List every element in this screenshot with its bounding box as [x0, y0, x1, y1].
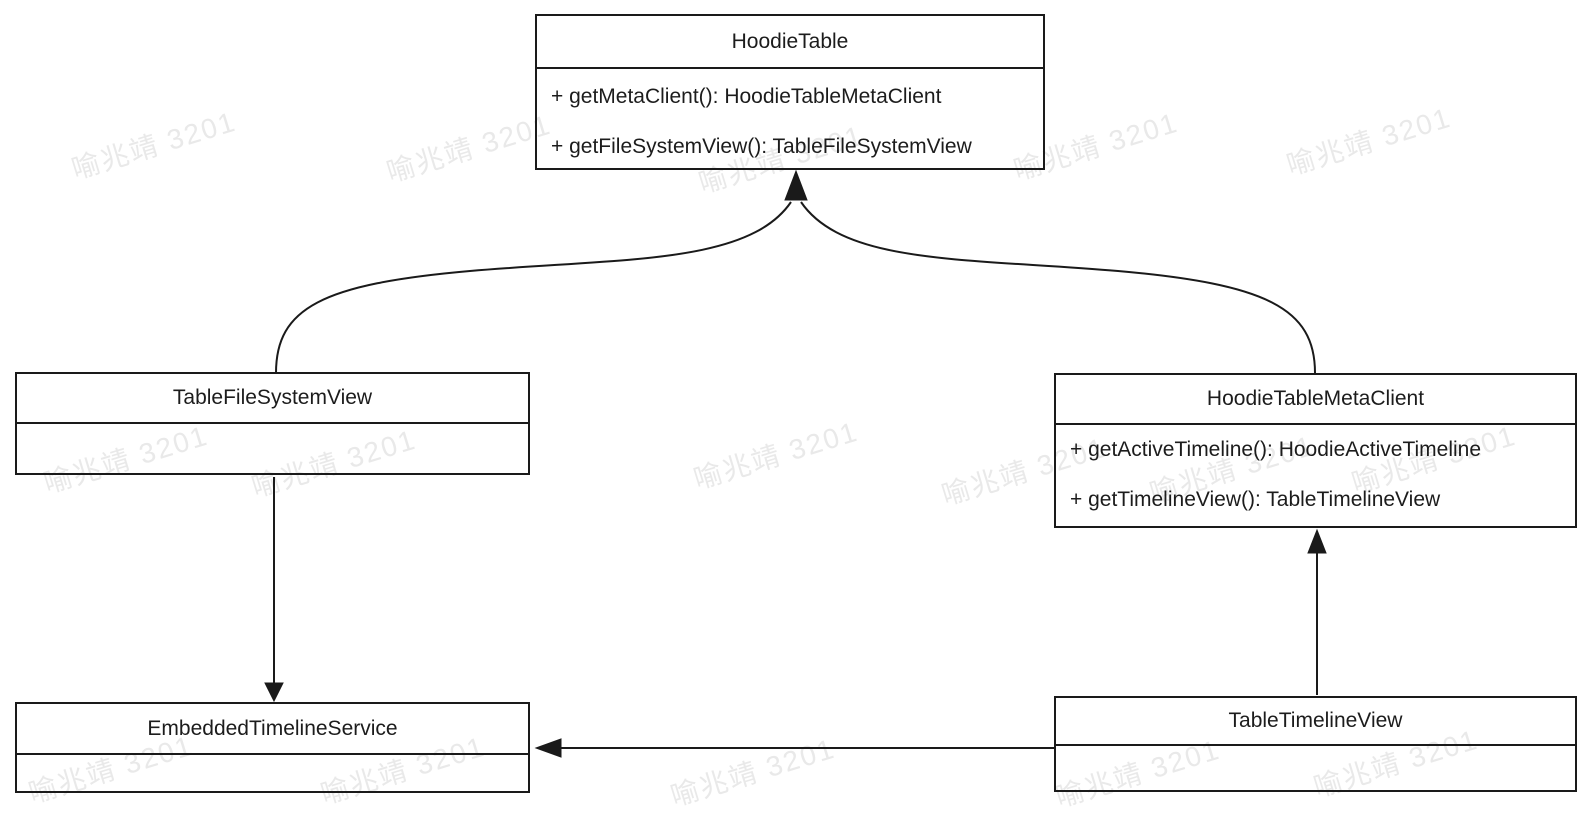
- class-methods-section: [17, 755, 528, 791]
- method-getactivetimeline: + getActiveTimeline(): HoodieActiveTimel…: [1070, 438, 1482, 461]
- class-title: EmbeddedTimelineService: [17, 704, 528, 755]
- arrowhead-up-hoodietable: [784, 169, 808, 201]
- method-getfilesystemview: + getFileSystemView(): TableFileSystemVi…: [551, 135, 972, 158]
- method-getmetaclient: + getMetaClient(): HoodieTableMetaClient: [551, 85, 942, 108]
- method-gettimelineview: + getTimelineView(): TableTimelineView: [1070, 488, 1441, 511]
- class-methods-section: [17, 424, 528, 473]
- class-box-embeddedtimelineservice[interactable]: EmbeddedTimelineService: [15, 702, 530, 793]
- class-box-hoodietablemetaclient[interactable]: HoodieTableMetaClient + getActiveTimelin…: [1054, 373, 1577, 528]
- arrowhead-left-embeddedtimelineservice: [534, 738, 562, 758]
- arrow-hoodietablemetaclient-to-hoodietable: [800, 201, 1316, 374]
- class-title: HoodieTableMetaClient: [1056, 375, 1575, 425]
- class-title: TableTimelineView: [1056, 698, 1575, 746]
- class-methods-section: + getActiveTimeline(): HoodieActiveTimel…: [1056, 425, 1575, 526]
- class-methods-section: + getMetaClient(): HoodieTableMetaClient…: [537, 69, 1043, 168]
- class-title: TableFileSystemView: [17, 374, 528, 424]
- arrow-tablefilesystemview-to-hoodietable: [275, 201, 792, 374]
- class-box-hoodietable[interactable]: HoodieTable + getMetaClient(): HoodieTab…: [535, 14, 1045, 170]
- class-title: HoodieTable: [537, 16, 1043, 69]
- class-box-tabletimelineview[interactable]: TableTimelineView: [1054, 696, 1577, 792]
- arrowhead-down-embeddedtimelineservice: [264, 682, 284, 703]
- arrowhead-up-hoodietablemetaclient: [1307, 528, 1327, 554]
- class-box-tablefilesystemview[interactable]: TableFileSystemView: [15, 372, 530, 475]
- class-methods-section: [1056, 746, 1575, 790]
